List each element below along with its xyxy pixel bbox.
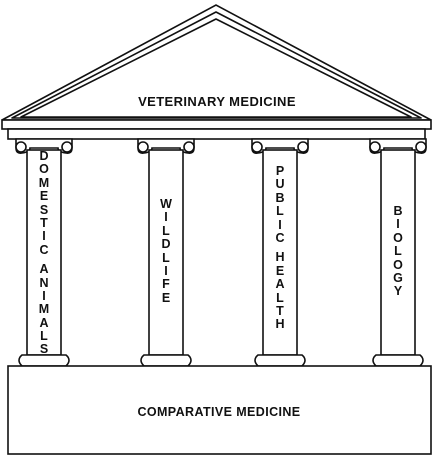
pillar-base [255,355,305,366]
foundation: COMPARATIVE MEDICINE [8,366,431,454]
pillar-domestic-animals [16,139,72,366]
capital-volute-left [252,142,262,152]
cornice [2,120,431,129]
pillar-shaft [27,150,61,355]
pillar-base [141,355,191,366]
pediment-title: VETERINARY MEDICINE [138,94,296,109]
capital-volute-left [16,142,26,152]
pillar-shaft [381,150,415,355]
capital-volute-left [138,142,148,152]
capital-volute-right [184,142,194,152]
pillar-wildlife [138,139,194,366]
architrave [8,129,425,139]
pediment: VETERINARY MEDICINE [2,5,431,120]
capital-volute-right [62,142,72,152]
capital-volute-right [298,142,308,152]
pillar-shaft [149,150,183,355]
capital-volute-left [370,142,380,152]
capital-volute-right [416,142,426,152]
foundation-title: COMPARATIVE MEDICINE [137,405,300,419]
entablature [2,120,431,139]
pillar-public-health [252,139,308,366]
pillar-biology [370,139,426,366]
pillar-base [373,355,423,366]
pillar-shaft [263,150,297,355]
pillar-base [19,355,69,366]
